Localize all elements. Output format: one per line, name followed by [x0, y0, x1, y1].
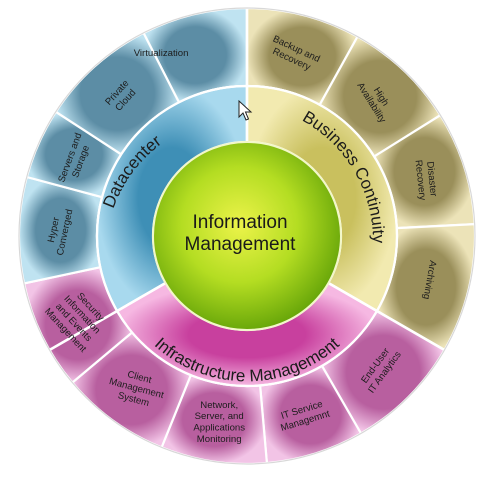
- segment-label-virtualization: Virtualization: [134, 48, 189, 59]
- wheel-outline: [18, 7, 476, 465]
- ring-divider-1: [327, 281, 446, 352]
- ring-separator: [95, 84, 399, 388]
- mouse-cursor-icon: [238, 99, 253, 121]
- ring-divider-2: [48, 281, 167, 352]
- segment-label-disaster-recovery: DisasterRecovery: [413, 158, 440, 201]
- center-title-line1: Information: [192, 212, 287, 233]
- center-title-line2: Management: [185, 234, 297, 255]
- center-circle: [152, 141, 342, 331]
